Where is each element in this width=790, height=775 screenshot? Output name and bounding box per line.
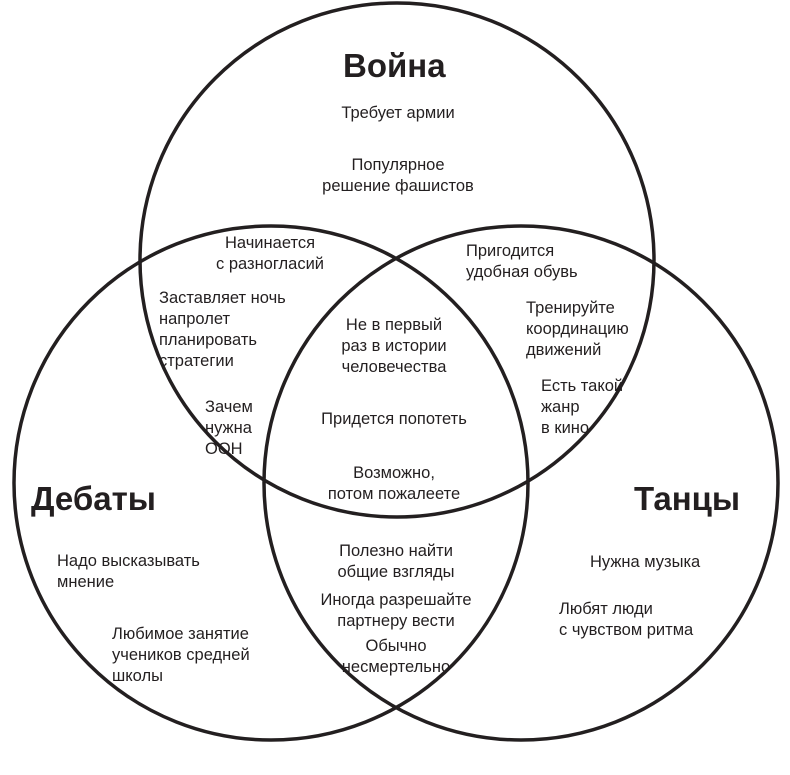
war-dances-note-line: координацию	[526, 320, 629, 338]
dances-note-line: Нужна музыка	[590, 553, 701, 571]
dances-note-line: Любят люди	[559, 600, 653, 618]
debates-dances-note-line: Обычно	[365, 637, 427, 655]
all-three-note-line: человечества	[341, 358, 447, 376]
debates-note-line: школы	[112, 667, 163, 685]
war-dances-note: Тренируйте координацию движений	[526, 298, 629, 361]
all-three-note: Не в первый раз в истории человечества	[314, 315, 474, 378]
debates-dances-note: Иногда разрешайте партнеру вести	[286, 590, 506, 632]
debates-note-line: мнение	[57, 573, 115, 591]
all-three-note-line: Не в первый	[345, 316, 443, 334]
war-debates-note: Зачем нужна ООН	[205, 397, 253, 460]
debates-dances-note-line: партнеру вести	[337, 612, 455, 630]
debates-dances-note: Обычно несмертельно	[306, 636, 486, 678]
war-dances-note: Пригодится удобная обувь	[466, 241, 578, 283]
war-dances-note-line: в кино	[541, 419, 590, 437]
dances-title: Танцы	[634, 480, 741, 517]
debates-title: Дебаты	[31, 480, 156, 517]
all-three-note-line: Придется попотеть	[321, 410, 467, 428]
dances-note-line: с чувством ритма	[559, 621, 694, 639]
war-note-line: Популярное	[351, 156, 445, 174]
war-note: Популярное решение фашистов	[288, 155, 508, 197]
war-dances-note-line: жанр	[541, 398, 580, 416]
circle-dances	[262, 224, 780, 742]
all-three-note: Придется попотеть	[294, 409, 494, 430]
war-dances-note: Есть такой жанр в кино	[541, 376, 623, 439]
war-debates-note: Заставляет ночь напролет планировать стр…	[159, 288, 286, 372]
debates-dances-note-line: Иногда разрешайте	[320, 591, 472, 609]
war-debates-note-line: Зачем	[205, 398, 253, 416]
debates-note-line: Любимое занятие	[112, 625, 249, 643]
war-note: Требует армии	[318, 103, 478, 124]
dances-note: Нужна музыка	[590, 552, 700, 573]
debates-dances-note-line: общие взгляды	[337, 563, 455, 581]
debates-note: Надо высказывать мнение	[57, 551, 200, 593]
debates-dances-note: Полезно найти общие взгляды	[296, 541, 496, 583]
war-note-line: решение фашистов	[322, 177, 474, 195]
debates-dances-note-line: Полезно найти	[339, 542, 453, 560]
war-dances-note-line: Есть такой	[541, 377, 624, 395]
war-dances-note-line: Тренируйте	[526, 299, 615, 317]
war-title: Война	[343, 47, 446, 84]
all-three-note-line: потом пожалеете	[327, 485, 461, 503]
war-debates-note-line: Заставляет ночь	[159, 289, 286, 307]
war-debates-note-line: планировать	[159, 331, 257, 349]
all-three-note-line: Возможно,	[353, 464, 435, 482]
all-three-note-line: раз в истории	[341, 337, 447, 355]
war-debates-note-line: с разногласий	[216, 255, 324, 273]
war-debates-note-line: нужна	[205, 419, 252, 437]
war-note-line: Требует армии	[341, 104, 455, 122]
all-three-note: Возможно, потом пожалеете	[294, 463, 494, 505]
circle-debates	[12, 224, 530, 742]
debates-dances-note-line: несмертельно	[341, 658, 451, 676]
war-dances-note-line: движений	[526, 341, 602, 359]
debates-note-line: учеников средней	[112, 646, 250, 664]
war-debates-note-line: ООН	[205, 440, 243, 458]
war-debates-note-line: Начинается	[224, 234, 316, 252]
war-dances-note-line: Пригодится	[466, 242, 555, 260]
war-debates-note: Начинается с разногласий	[190, 233, 350, 275]
debates-note: Любимое занятие учеников средней школы	[112, 624, 250, 687]
debates-note-line: Надо высказывать	[57, 552, 200, 570]
war-debates-note-line: стратегии	[159, 352, 234, 370]
dances-note: Любят люди с чувством ритма	[559, 599, 693, 641]
war-dances-note-line: удобная обувь	[466, 263, 578, 281]
war-debates-note-line: напролет	[159, 310, 231, 328]
